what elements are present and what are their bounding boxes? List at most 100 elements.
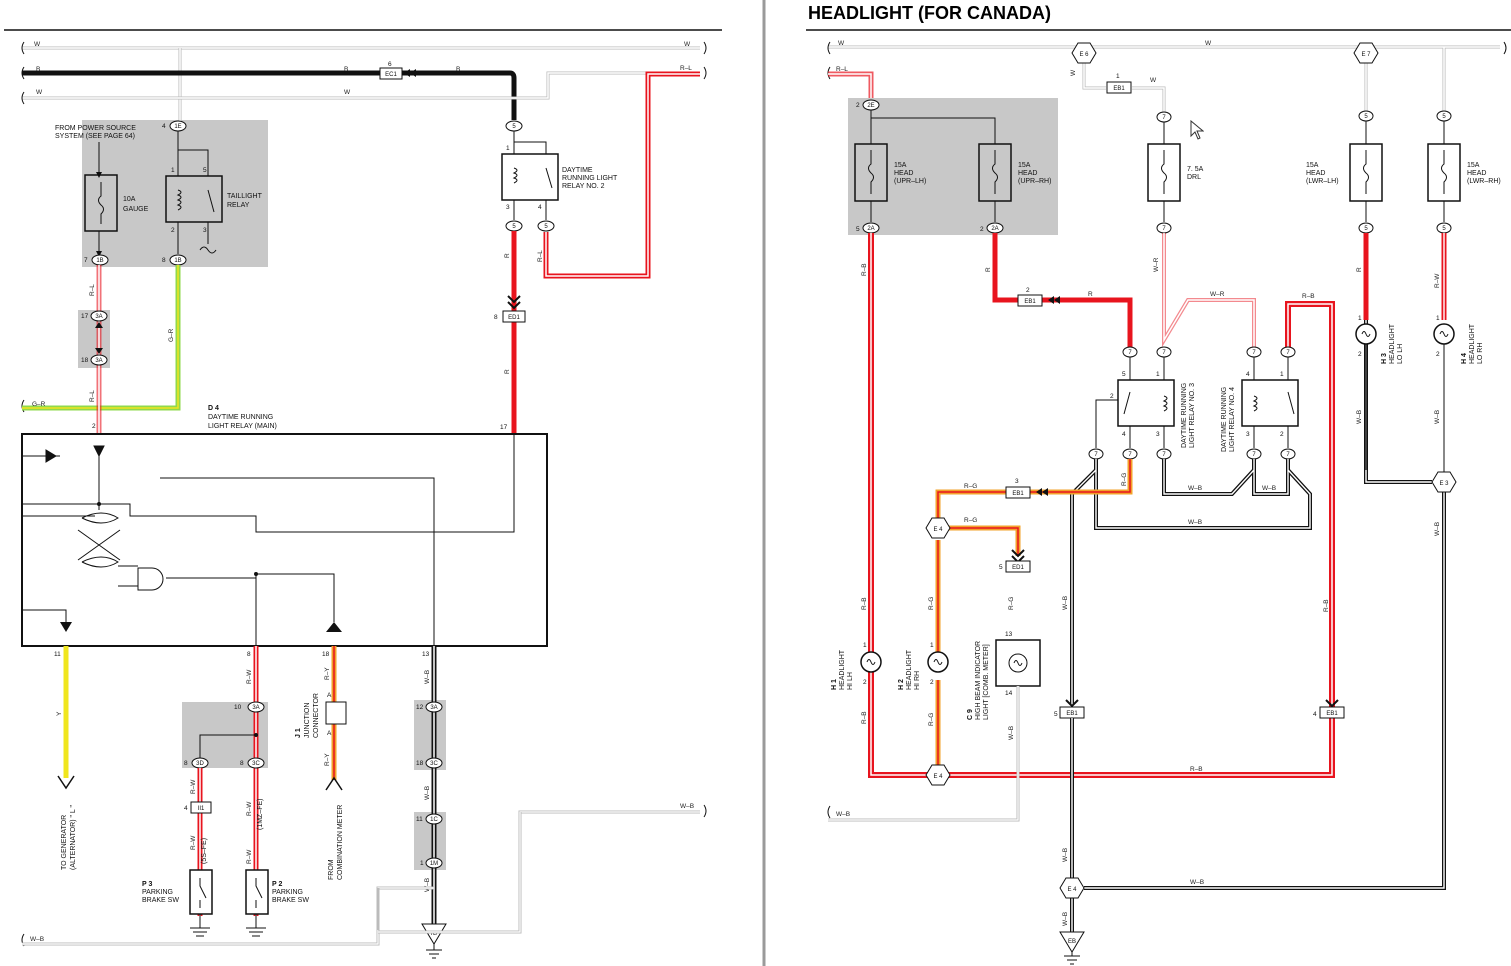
pin-number: 3 — [1156, 431, 1160, 438]
pin-number: 2 — [92, 423, 96, 430]
connector-eb1 — [1005, 486, 1031, 499]
drl-relay-no4 — [1241, 379, 1299, 427]
component-name: HIGH BEAM INDICATOR — [975, 641, 982, 720]
label-wb: W–B — [680, 803, 694, 810]
relay-name: LIGHT RELAY NO. 4 — [1229, 387, 1236, 452]
pin-number: A — [327, 692, 332, 699]
component-name: PARKING — [272, 889, 303, 896]
pin-number: 8 — [162, 257, 166, 264]
pin-number: 1 — [863, 642, 867, 649]
connector-1c — [425, 813, 443, 825]
component-code: H 1 — [831, 679, 838, 690]
wire-wb — [1070, 459, 1312, 705]
relay-name: DAYTIME — [562, 167, 593, 174]
pin-number: 10 — [234, 704, 242, 711]
label-b: B — [344, 66, 348, 73]
connector-ed1 — [1005, 560, 1031, 573]
fuse-name: HEAD — [1467, 170, 1486, 177]
fuse-name: GAUGE — [123, 206, 149, 213]
label-w: W — [344, 89, 351, 96]
splice-e6 — [1071, 42, 1097, 64]
label-gr: G–R — [32, 401, 46, 408]
drl-relay-no2 — [501, 153, 559, 201]
power-source-note: FROM POWER SOURCE — [55, 125, 136, 132]
pin-number: 4 — [1122, 431, 1126, 438]
label-rb: R–B — [1190, 766, 1203, 773]
connector-label: 1B — [174, 258, 181, 264]
connector-label: EB1 — [1024, 299, 1036, 305]
connector-label: 1M — [430, 861, 438, 867]
connector-label: 2E — [867, 103, 874, 109]
connector-label: 2A — [867, 226, 874, 232]
connector-label: 5 — [1364, 114, 1368, 120]
pin-number: 5 — [856, 226, 860, 233]
drl-main-relay — [21, 433, 548, 647]
label-b: B — [456, 66, 460, 73]
label-ry: R–Y — [324, 667, 331, 680]
pin-number: 13 — [422, 651, 430, 658]
connector-ed1 — [502, 310, 526, 323]
pin-number: A — [327, 730, 332, 737]
pin-number: 2 — [980, 226, 984, 233]
label-r: R — [1088, 291, 1093, 298]
component-name: HI RH — [914, 671, 921, 690]
fuse-name: (UPR–LH) — [894, 178, 926, 185]
component-name: BRAKE SW — [272, 897, 309, 904]
relay-name: RELAY NO. 2 — [562, 183, 605, 190]
wire-rg — [935, 459, 1133, 775]
label-wr: W–R — [1153, 257, 1160, 272]
pin-number: 4 — [538, 204, 542, 211]
pin-number: 5 — [1054, 711, 1058, 718]
connector-label: 7 — [1162, 115, 1166, 121]
connector-label: 3C — [430, 761, 438, 767]
pin-number: 3 — [1015, 478, 1019, 485]
label-wb: W–B — [1062, 596, 1069, 610]
label-wb: W–B — [1062, 848, 1069, 862]
component-name: LO RH — [1477, 343, 1484, 364]
label-rg: R–G — [964, 483, 977, 490]
fuse-name: (LWR–LH) — [1306, 178, 1339, 185]
label-rl: R–L — [89, 390, 96, 402]
component-name: HI LH — [847, 672, 854, 690]
label-w: W — [1205, 40, 1212, 47]
fuse-name: HEAD — [1306, 170, 1325, 177]
connector-label: 3D — [196, 761, 204, 767]
right-schematic: W W W W E 6 E 7 1 EB1 R–L 2 2E 15A HEAD … — [827, 40, 1507, 965]
engine-note: (1MZ–FE) — [257, 799, 264, 831]
ground-label: IG — [431, 931, 438, 937]
relay-name: RELAY — [227, 202, 250, 209]
splice-e3 — [1431, 471, 1457, 493]
label-rw: R–W — [190, 835, 197, 850]
relay-name: RUNNING LIGHT — [562, 175, 618, 182]
component-code: H 3 — [1381, 353, 1388, 364]
connector-label: 1E — [174, 124, 181, 130]
pin-number: 13 — [1005, 631, 1013, 638]
pin-number: 2 — [863, 679, 867, 686]
parking-brake-sw-p2 — [245, 869, 269, 915]
component-code: P 3 — [142, 881, 152, 888]
pin-number: 2 — [1280, 431, 1284, 438]
fuse-box-shade — [82, 120, 268, 267]
pin-number: 4 — [162, 123, 166, 130]
connector-label: 5 — [512, 224, 516, 230]
pin-number: 2 — [930, 679, 934, 686]
fuse-amp: 7. 5A — [1187, 166, 1204, 173]
label-rg: R–G — [964, 517, 977, 524]
pin-number: 2 — [856, 102, 860, 109]
connector-label: 7 — [1286, 350, 1290, 356]
label-r: R — [504, 253, 511, 258]
splice-label: E 7 — [1361, 52, 1371, 58]
fuse-name: (LWR–RH) — [1467, 178, 1501, 185]
fuse-amp: 15A — [1467, 162, 1480, 169]
connector-label: 2A — [991, 226, 998, 232]
combination-meter-note: COMBINATION METER — [337, 805, 344, 880]
pin-number: 1 — [506, 145, 510, 152]
connector-label: 5 — [544, 224, 548, 230]
pin-number: 7 — [84, 257, 88, 264]
engine-note: (5S–FE) — [201, 838, 208, 864]
combination-meter-note: FROM — [328, 859, 335, 880]
connector-label: ED1 — [508, 315, 520, 321]
pin-number: 12 — [416, 704, 424, 711]
label-wr: W–R — [1210, 291, 1225, 298]
connector-label: 3A — [252, 705, 259, 711]
